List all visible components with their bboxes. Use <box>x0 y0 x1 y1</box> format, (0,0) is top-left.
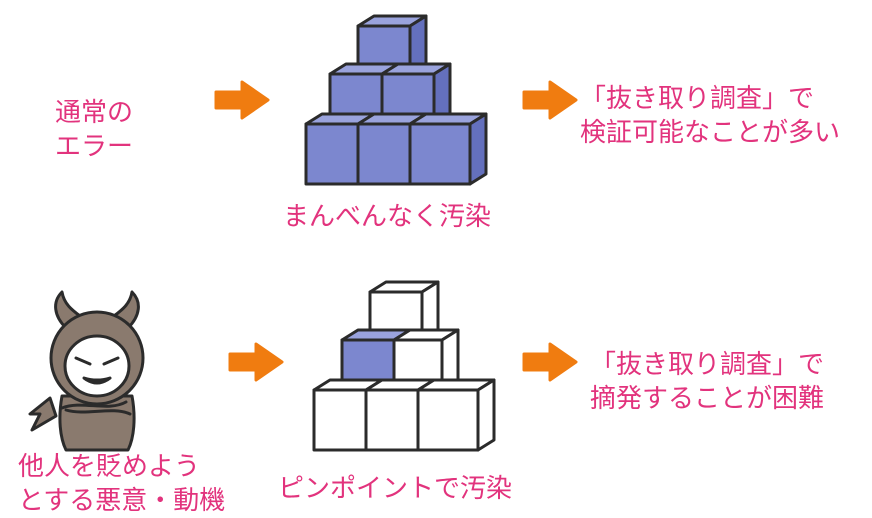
top-cause-line-1: 通常の <box>55 98 134 128</box>
top-right-arrow-icon <box>522 80 578 120</box>
top-result-line-2: 検証可能なことが多い <box>580 118 841 148</box>
top-cause-line-2: エラー <box>55 132 134 162</box>
bottom-cube-6-icon <box>416 378 496 452</box>
top-cube-4-icon <box>304 112 376 186</box>
top-result-line-1: 「抜き取り調査」で <box>580 84 815 114</box>
bottom-cause-line-1: 他人を貶めよう <box>18 452 201 482</box>
top-cube-6-icon <box>408 112 488 186</box>
bottom-cube-5-icon <box>364 378 436 452</box>
top-left-arrow-icon <box>214 80 270 120</box>
top-result-text: 「抜き取り調査」で 検証可能なことが多い <box>580 82 840 150</box>
top-caption: まんべんなく汚染 <box>283 202 492 232</box>
bottom-cause-text: 他人を貶めよう とする悪意・動機 <box>18 450 225 518</box>
bottom-result-text: 「抜き取り調査」で 摘発することが困難 <box>590 348 824 416</box>
top-cause-text: 通常の エラー <box>55 96 133 164</box>
bottom-cause-line-2: とする悪意・動機 <box>18 486 226 516</box>
bottom-result-line-2: 摘発することが困難 <box>590 384 825 414</box>
devil-icon <box>28 290 145 452</box>
bottom-cube-pyramid-icon <box>312 280 496 452</box>
top-cube-pyramid-icon <box>304 14 488 186</box>
bottom-left-arrow-icon <box>228 342 284 382</box>
bottom-result-line-1: 「抜き取り調査」で <box>590 350 825 380</box>
bottom-right-arrow-icon <box>522 342 578 382</box>
bottom-caption: ピンポイントで汚染 <box>278 474 513 504</box>
top-cube-5-icon <box>356 112 428 186</box>
